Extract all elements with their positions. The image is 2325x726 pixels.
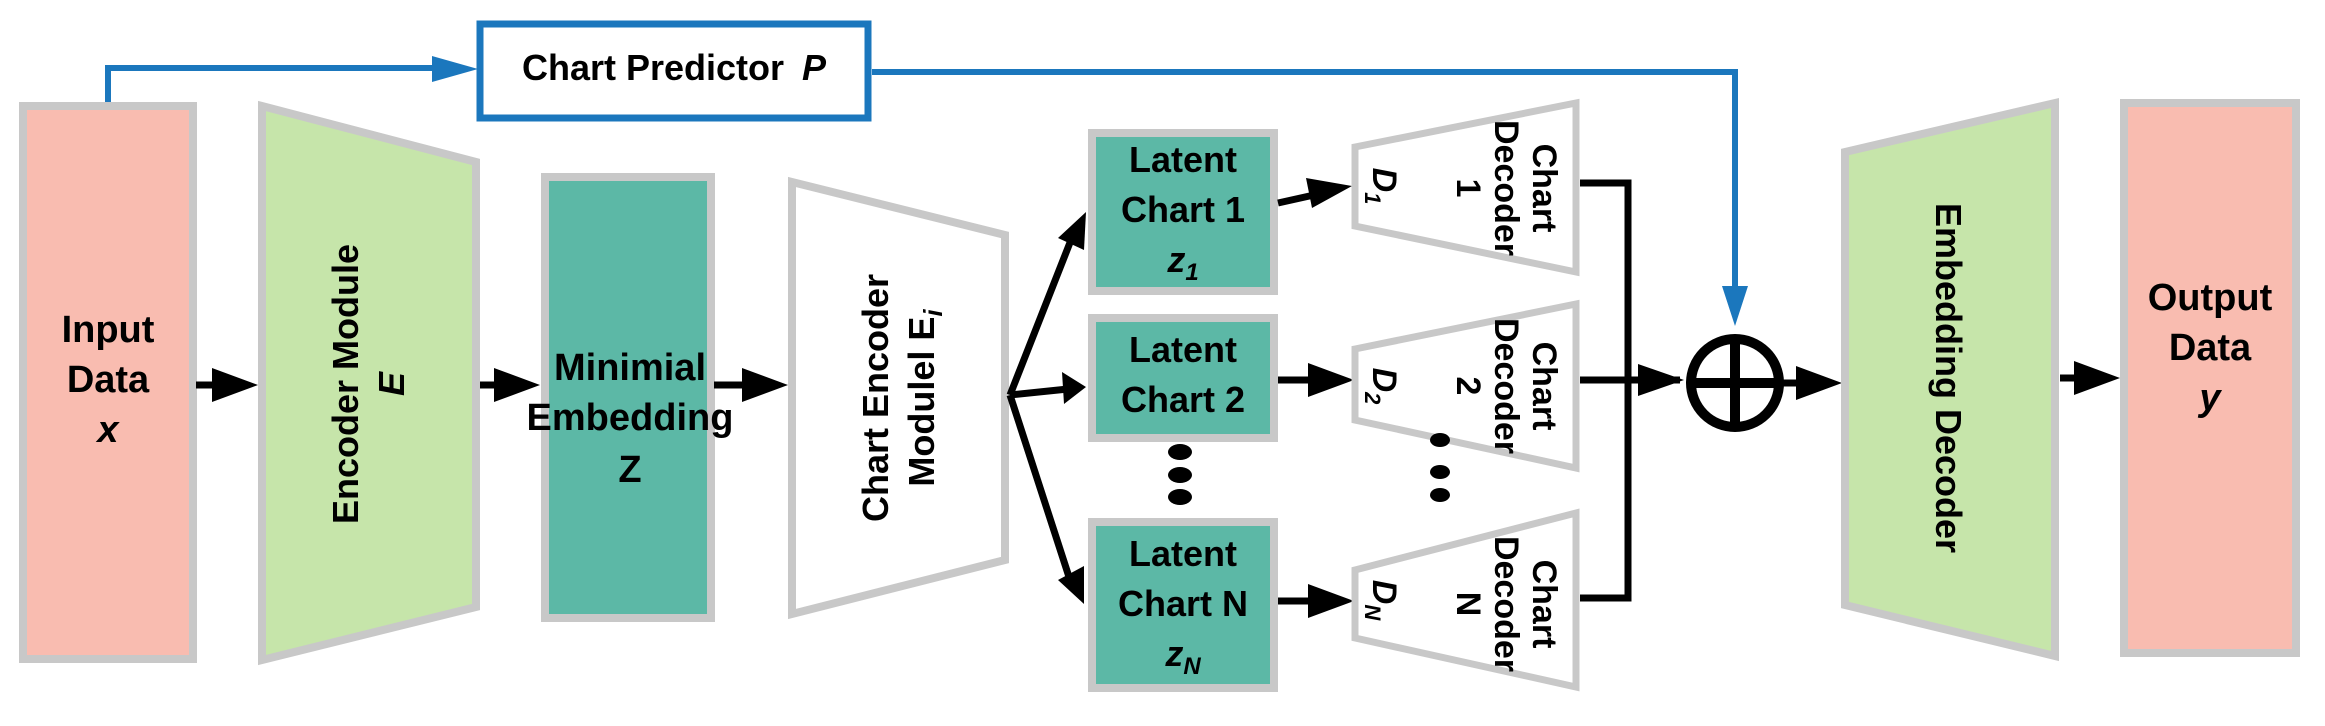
predictor-label: Chart Predictor [522, 47, 784, 88]
encoder-module: Encoder Module E [258, 100, 480, 666]
fanout-arrows [1006, 238, 1075, 582]
input-symbol: x [95, 409, 120, 451]
decoder-1-label-1: Chart [1525, 144, 1563, 233]
embedding-decoder-label: Embedding Decoder [1928, 203, 1969, 553]
output-symbol: y [2197, 377, 2222, 419]
latent-1-label-1: Latent [1129, 139, 1237, 180]
minimal-embedding-box: Minimial Embedding Z [527, 173, 734, 622]
latent-2-label-2: Chart 2 [1121, 379, 1245, 420]
fanout-arrowhead-1 [1058, 212, 1086, 250]
arrow-combine-decoder [1779, 366, 1842, 400]
svg-text:Chart Predictor P: Chart Predictor P [522, 47, 827, 88]
decoder-ellipsis [1430, 433, 1450, 502]
decoder-n-label-3: N [1449, 592, 1487, 617]
predictor-connector [105, 65, 1738, 300]
embedding-label-1: Minimial [554, 347, 706, 389]
chart-encoder-module: Chart Encoder Modulel Ei [788, 176, 1009, 620]
chart-decoder-n: Chart Decoder N DN [1351, 508, 1580, 692]
embedding-decoder: Embedding Decoder [1841, 97, 2059, 662]
chart-decoder-1: Chart Decoder 1 D1 [1351, 98, 1580, 277]
decoder-1-symbol: D [1365, 168, 1403, 193]
arrow-decoder-output [2060, 361, 2120, 395]
latent-chart-n: Latent Chart N zN [1088, 518, 1278, 692]
latent-n-label-2: Chart N [1118, 583, 1248, 624]
decoder-2-label-3: 2 [1449, 377, 1487, 396]
encoder-symbol: E [371, 371, 412, 396]
chart-encoder-subscript: i [918, 309, 948, 317]
predictor-arrowhead-out [1722, 286, 1748, 326]
decoder-arrowhead-1 [1306, 178, 1352, 208]
fanout-arrowhead-3 [1058, 566, 1084, 604]
latent-chart-2: Latent Chart 2 [1088, 314, 1278, 442]
decoder-n-label-2: Decoder [1487, 536, 1525, 672]
arrow-embedding-chart-encoder [714, 368, 788, 402]
decoder-2-subscript: 2 [1360, 391, 1385, 405]
latent-chart-1: Latent Chart 1 z1 [1088, 129, 1278, 295]
latent-n-label-1: Latent [1129, 533, 1237, 574]
encoder-label: Encoder Module [325, 244, 366, 524]
predictor-symbol: P [802, 47, 827, 88]
merge-lines [1580, 179, 1680, 602]
output-data-box: Output Data y [2120, 99, 2300, 657]
predictor-arrowhead-in [432, 56, 478, 82]
latent-1-symbol: z [1166, 239, 1185, 280]
svg-text:D2: D2 [1360, 368, 1403, 406]
decoder-arrowhead-2 [1308, 363, 1354, 397]
chart-decoder-2: Chart Decoder 2 D2 [1351, 299, 1580, 473]
decoder-arrowhead-3 [1308, 584, 1354, 618]
decoder-1-label-2: Decoder [1487, 120, 1525, 256]
chart-encoder-label-1: Chart Encoder [855, 274, 896, 522]
svg-text:DN: DN [1360, 580, 1403, 622]
latent-2-label-1: Latent [1129, 329, 1237, 370]
decoder-n-subscript: N [1360, 604, 1385, 621]
latent-1-subscript: 1 [1185, 259, 1198, 286]
arrow-encoder-embedding [480, 368, 540, 402]
decoder-1-label-3: 1 [1449, 179, 1487, 198]
merge-arrowhead [1638, 364, 1684, 396]
circled-plus-icon [1686, 334, 1784, 432]
decoder-n-symbol: D [1365, 580, 1403, 605]
decoder-2-label-1: Chart [1525, 342, 1563, 431]
latent-ellipsis [1168, 444, 1192, 505]
svg-text:Modulel Ei: Modulel Ei [901, 309, 948, 487]
input-label-1: Input [62, 309, 155, 351]
latent-n-subscript: N [1183, 653, 1201, 680]
latent-1-label-2: Chart 1 [1121, 189, 1245, 230]
latent-n-symbol: z [1164, 633, 1183, 674]
output-label-2: Data [2169, 327, 2252, 369]
output-label-1: Output [2148, 277, 2273, 319]
fanout-arrowhead-2 [1062, 372, 1086, 404]
decoder-1-subscript: 1 [1360, 192, 1385, 204]
svg-text:zN: zN [1164, 633, 1201, 680]
embedding-symbol: Z [618, 449, 641, 491]
arrow-input-encoder [196, 368, 258, 402]
chart-encoder-label-2: Modulel E [901, 317, 942, 487]
decoder-n-label-1: Chart [1525, 560, 1563, 649]
decoder-2-label-2: Decoder [1487, 318, 1525, 454]
embedding-label-2: Embedding [527, 397, 734, 439]
latent-decoder-arrows [1277, 191, 1315, 605]
svg-text:D1: D1 [1360, 168, 1403, 205]
chart-predictor-box: Chart Predictor P [476, 20, 872, 122]
input-data-box: Input Data x [19, 102, 197, 663]
decoder-2-symbol: D [1365, 368, 1403, 393]
input-label-2: Data [67, 359, 150, 401]
svg-text:z1: z1 [1166, 239, 1198, 286]
